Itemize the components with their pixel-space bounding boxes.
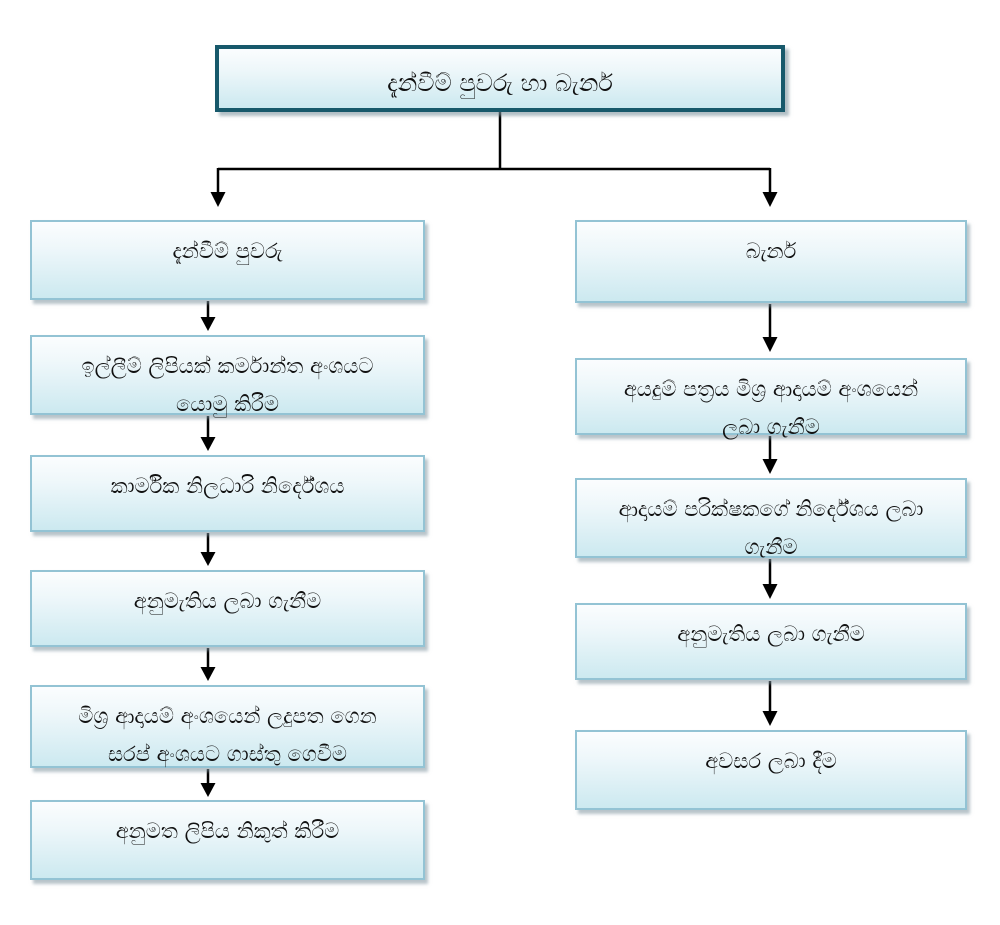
- right-step-4-box: අනුමැතිය ලබා ගැනීම: [575, 603, 967, 680]
- right-step-3-box: ආදායම් පරික්ෂකගේ නිර්දේශය ලබා ගැනීම: [575, 478, 967, 559]
- step-label: අවසර ලබා දීම: [705, 749, 837, 773]
- arrowhead-down-icon: [762, 337, 778, 352]
- right-step-1-box: බැනර්: [575, 220, 967, 303]
- step-label: අයදුම් පත්‍රය මිශ්‍ර ආදායම් අංශයෙන් ලබා …: [623, 377, 919, 439]
- arrowhead-down-icon: [762, 711, 778, 726]
- step-label: අනුමැතිය ලබා ගැනීම: [677, 622, 865, 646]
- step-label: අනුමත ලිපිය නිකුත් කිරීම: [115, 819, 340, 843]
- arrowhead-down-icon: [762, 192, 778, 207]
- left-step-5-box: මිශ්‍ර ආදායම් අංශයෙන් ලදුපත ගෙන සරප් අංශ…: [30, 685, 425, 768]
- left-step-4-box: අනුමැතිය ලබා ගැනීම: [30, 570, 425, 647]
- arrowhead-down-icon: [200, 783, 216, 797]
- left-step-6-box: අනුමත ලිපිය නිකුත් කිරීම: [30, 800, 425, 880]
- step-label: ඉල්ලීම් ලිපියක් කර්මාන්ත අංශයට යොමු කිරී…: [81, 354, 374, 416]
- step-label: අනුමැතිය ලබා ගැනීම: [133, 589, 322, 613]
- step-label: දැන්වීම් පුවරු: [172, 239, 283, 263]
- arrowhead-down-icon: [200, 552, 216, 566]
- left-step-2-box: ඉල්ලීම් ලිපියක් කර්මාන්ත අංශයට යොමු කිරී…: [30, 335, 425, 416]
- arrowhead-down-icon: [762, 459, 778, 474]
- arrowhead-down-icon: [210, 192, 226, 207]
- left-step-3-box: කාර්මික නිලධාරි නිර්දේශය: [30, 455, 425, 532]
- step-label: ආදායම් පරික්ෂකගේ නිර්දේශය ලබා ගැනීම: [618, 497, 924, 559]
- step-label: කාර්මික නිලධාරි නිර්දේශය: [110, 474, 345, 498]
- arrowhead-down-icon: [200, 317, 216, 331]
- arrowhead-down-icon: [762, 584, 778, 599]
- right-step-2-box: අයදුම් පත්‍රය මිශ්‍ර ආදායම් අංශයෙන් ලබා …: [575, 358, 967, 439]
- right-step-5-box: අවසර ලබා දීම: [575, 730, 967, 810]
- arrowhead-down-icon: [200, 667, 216, 681]
- title-branch-connector: [210, 112, 778, 207]
- left-step-1-box: දැන්වීම් පුවරු: [30, 220, 425, 300]
- step-label: බැනර්: [745, 239, 797, 263]
- arrowhead-down-icon: [200, 437, 216, 451]
- step-label: මිශ්‍ර ආදායම් අංශයෙන් ලදුපත ගෙන සරප් අංශ…: [78, 704, 377, 766]
- flowchart-title-box: දැන්වීම් පුවරු හා බැනර්: [215, 45, 785, 112]
- flowchart-title: දැන්වීම් පුවරු හා බැනර්: [387, 69, 613, 97]
